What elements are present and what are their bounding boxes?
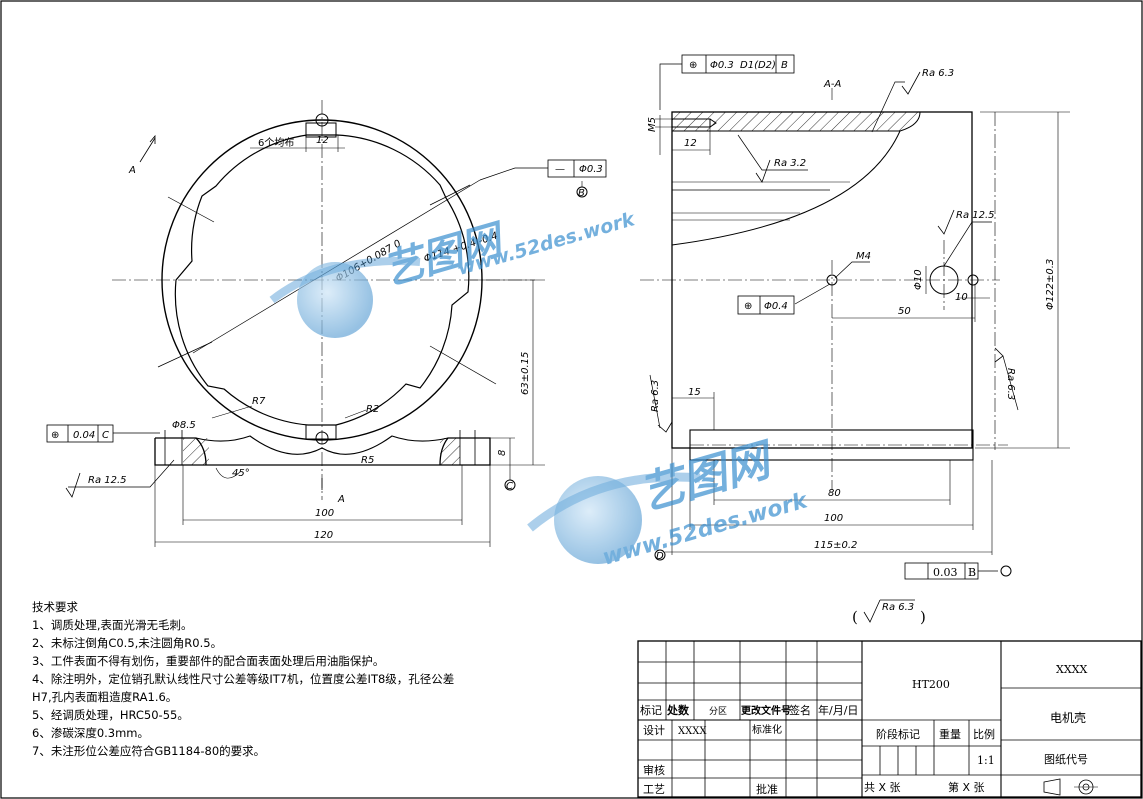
gtol-top-datum1: D1(D2) xyxy=(740,60,776,71)
dim-15: 15 xyxy=(688,387,701,398)
gtol-top-symbol: ⊕ xyxy=(689,60,697,71)
front-view xyxy=(65,100,588,547)
title-block-labels: 标记 处数 分区 更改文件号 签名 年/月/日 设计 XXXX 标准化 审核 工… xyxy=(640,663,1088,796)
gtol-top-value: Φ0.3 xyxy=(710,60,734,71)
notch-pattern-label: 6个均布 xyxy=(258,137,294,149)
gtol-flat-value: Φ0.3 xyxy=(579,164,603,175)
gtol-frame-front-flatness xyxy=(547,159,607,178)
dim-12: 12 xyxy=(684,138,697,149)
tb-scale-value: 1:1 xyxy=(977,754,995,767)
tb-date: 年/月/日 xyxy=(818,703,858,717)
datum-c: C xyxy=(506,481,513,492)
tb-process: 工艺 xyxy=(643,783,665,796)
ra-general-open: ( xyxy=(852,608,858,626)
tb-sheet: 第 X 张 xyxy=(948,780,985,794)
radius-r2: R2 xyxy=(366,404,379,415)
dim-10: 10 xyxy=(955,292,968,303)
gtol-perp-datum: B xyxy=(968,566,976,579)
gtol-flat-symbol: — xyxy=(555,164,565,175)
gtol-front-value: 0.04 xyxy=(73,430,95,441)
globe-icon xyxy=(297,262,373,338)
tb-zone: 分区 xyxy=(709,706,727,717)
section-arrow-top: A xyxy=(128,165,136,176)
dia-122: Φ122±0.3 xyxy=(1045,259,1056,310)
tb-company: XXXX xyxy=(1056,663,1087,676)
note-item: 6、渗碳深度0.3mm。 xyxy=(32,726,150,740)
tb-review: 审核 xyxy=(643,763,665,777)
note-item: 1、调质处理,表面光滑无毛刺。 xyxy=(32,618,193,632)
note-item: 3、工件表面不得有划伤，重要部件的配合面表面处理后用油脂保护。 xyxy=(32,654,385,668)
notch-width: 12 xyxy=(316,135,329,146)
dim-100: 100 xyxy=(824,513,843,524)
dim-115: 115±0.2 xyxy=(814,540,857,551)
gtol-frame-section-top xyxy=(681,54,795,74)
tb-weight: 重量 xyxy=(939,727,961,741)
base-thickness: 8 xyxy=(497,450,508,456)
dim-80: 80 xyxy=(828,488,841,499)
ra-63-right: Ra 6.3 xyxy=(1005,368,1016,400)
ra-top: Ra 6.3 xyxy=(922,68,954,79)
note-item: 4、除注明外，定位销孔默认线性尺寸公差等级IT7机，位置度公差IT8级，孔径公差 xyxy=(32,672,455,686)
tb-mark: 标记 xyxy=(640,703,662,717)
tb-approve: 批准 xyxy=(756,782,778,796)
gtol-frame-front-position xyxy=(46,424,114,443)
section-view xyxy=(640,63,1070,623)
tb-scale: 比例 xyxy=(973,727,995,741)
ra-32: Ra 3.2 xyxy=(774,158,806,169)
dim-50: 50 xyxy=(898,306,911,317)
radius-r7: R7 xyxy=(252,396,266,407)
thread-m5: M5 xyxy=(647,117,658,132)
section-arrow-bottom: A xyxy=(337,494,345,505)
width-100: 100 xyxy=(315,508,334,519)
tb-sign: 签名 xyxy=(789,703,811,717)
ra-general: Ra 6.3 xyxy=(882,602,914,613)
tb-count: 处数 xyxy=(666,703,690,717)
gtol-frame-section-perp xyxy=(904,562,979,580)
radius-r5: R5 xyxy=(361,455,374,466)
watermark-1: 艺图网 www.52des.work xyxy=(269,208,638,338)
gtol-perp-value: 0.03 xyxy=(933,566,958,579)
tb-part-name: 电机壳 xyxy=(1050,711,1086,725)
gtol-frame-section-m4 xyxy=(737,295,795,315)
ra-general-close: ) xyxy=(920,608,926,626)
globe-icon xyxy=(554,476,642,564)
hole-phi10: Φ10 xyxy=(913,269,924,290)
note-item: 5、经调质处理，HRC50-55。 xyxy=(32,708,189,722)
gtol-front-datum: C xyxy=(102,430,109,441)
ra-125: Ra 12.5 xyxy=(956,210,995,221)
gtol-top-datum2: B xyxy=(781,60,788,71)
width-120: 120 xyxy=(314,530,333,541)
tb-design-value: XXXX xyxy=(678,726,707,737)
notes-heading: 技术要求 xyxy=(32,600,78,614)
technical-requirements: 技术要求 1、调质处理,表面光滑无毛刺。 2、未标注倒角C0.5,未注圆角R0.… xyxy=(32,598,592,760)
section-title: A-A xyxy=(823,79,841,90)
title-block xyxy=(637,640,1142,798)
tb-stage: 阶段标记 xyxy=(876,727,920,741)
tb-material: HT200 xyxy=(912,678,950,691)
hole-dia: Φ8.5 xyxy=(172,420,196,431)
front-view-labels: A A 6个均布 12 Φ106+0.087 0 Φ114 +0.4 -0.4 … xyxy=(51,135,603,541)
ra-base: Ra 12.5 xyxy=(88,475,127,486)
ra-63-left: Ra 6.3 xyxy=(650,380,661,412)
gtol-front-symbol: ⊕ xyxy=(51,430,59,441)
gtol-m4-symbol: ⊕ xyxy=(744,301,752,312)
section-view-labels: A-A ⊕ Φ0.3 D1(D2) B Ra 6.3 M5 12 Ra 3.2 … xyxy=(647,60,1056,626)
tb-total: 共 X 张 xyxy=(864,781,901,794)
watermark-2: 艺图网 www.52des.work xyxy=(527,434,811,571)
thread-m4: M4 xyxy=(856,251,871,262)
tb-change-doc: 更改文件号 xyxy=(741,704,791,717)
tb-drawing-no: 图纸代号 xyxy=(1044,753,1088,766)
note-item: 2、未标注倒角C0.5,未注圆角R0.5。 xyxy=(32,636,223,650)
note-item: 7、未注形位公差应符合GB1184-80的要求。 xyxy=(32,744,266,758)
note-item: H7,孔内表面粗造度RA1.6。 xyxy=(32,690,178,704)
tb-design: 设计 xyxy=(643,724,665,737)
datum-d: D xyxy=(656,551,664,562)
angle-45: 45° xyxy=(232,468,250,479)
gtol-m4-value: Φ0.4 xyxy=(764,301,788,312)
datum-b: B xyxy=(578,188,585,199)
height-63: 63±0.15 xyxy=(520,352,531,395)
tb-standard: 标准化 xyxy=(752,723,782,736)
